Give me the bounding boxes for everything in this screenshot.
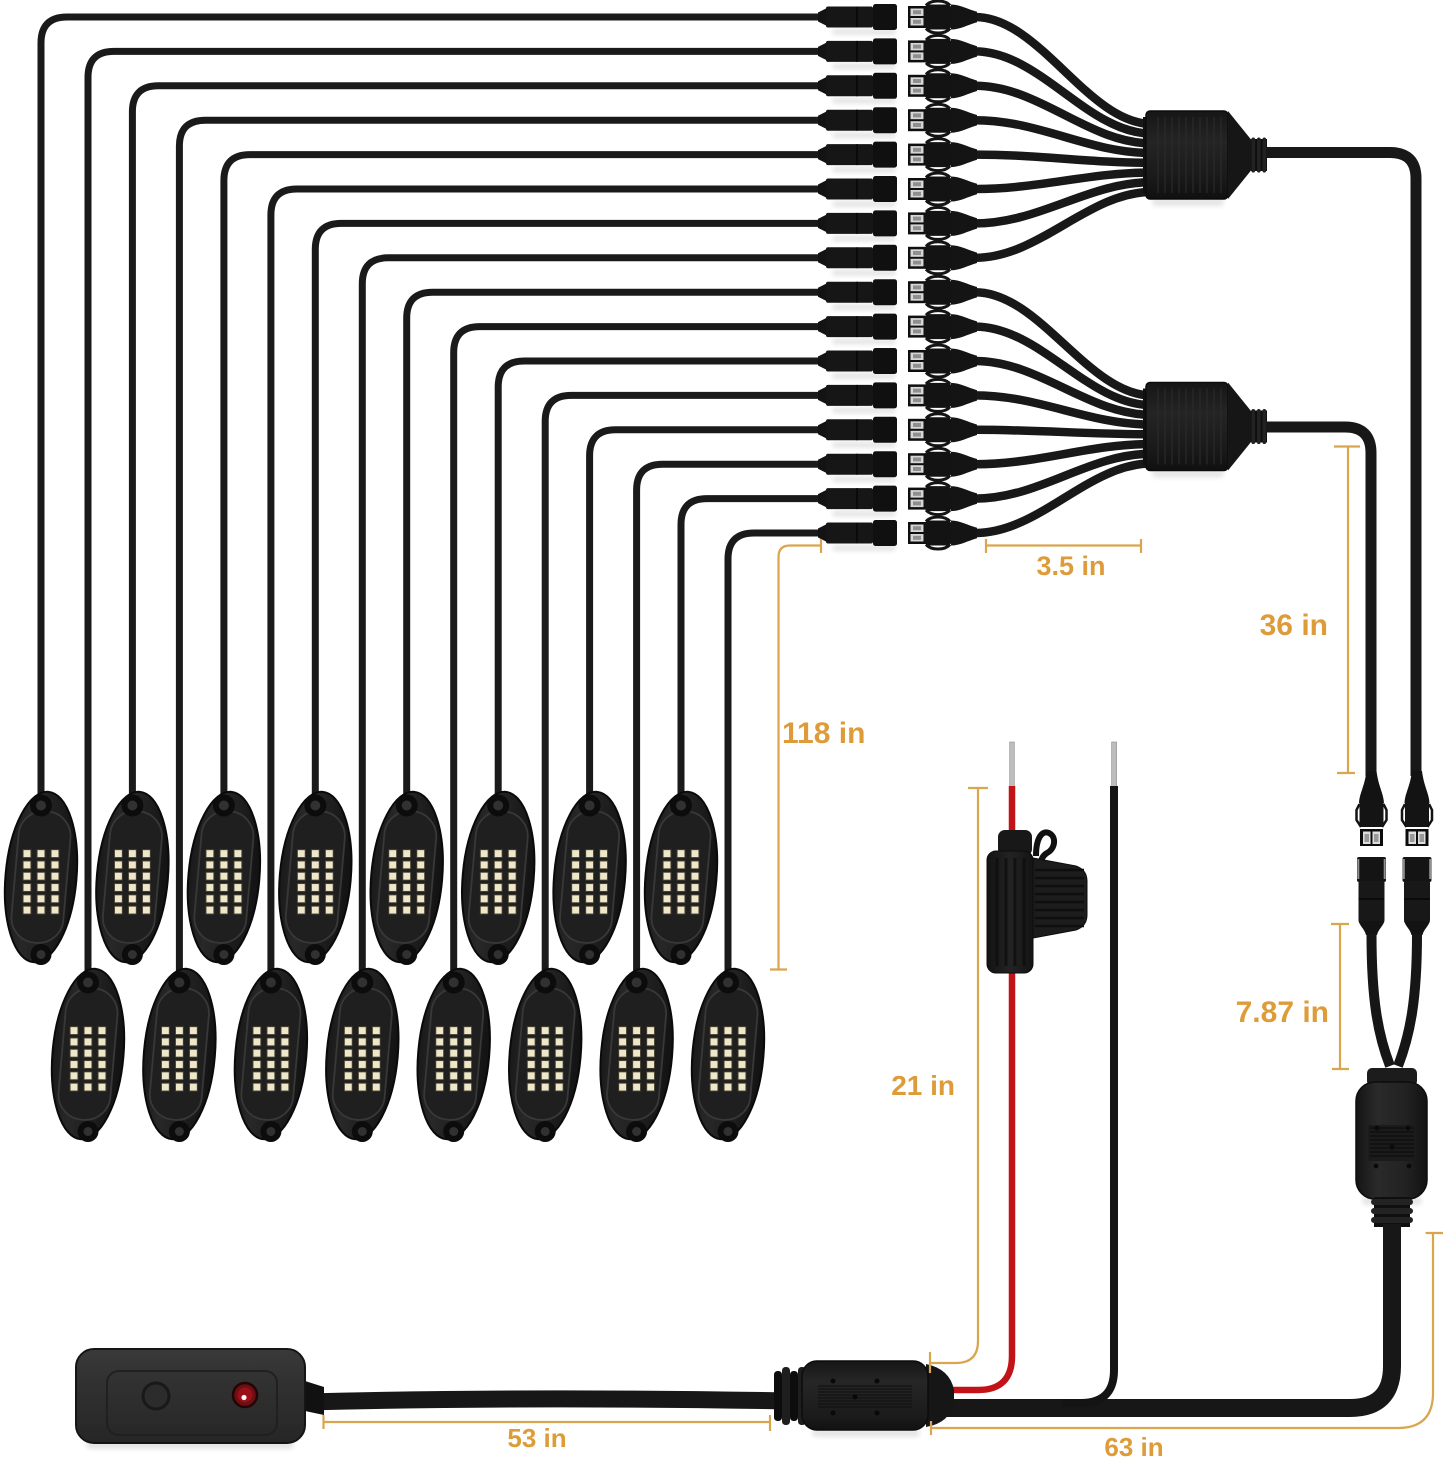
svg-text:118 in: 118 in [782,717,865,750]
svg-text:7.87 in: 7.87 in [1236,996,1329,1029]
svg-text:3.5 in: 3.5 in [1036,551,1105,581]
svg-text:21 in: 21 in [891,1070,955,1101]
svg-text:53 in: 53 in [507,1423,566,1453]
svg-text:63 in: 63 in [1104,1432,1163,1460]
svg-text:36 in: 36 in [1260,609,1328,642]
